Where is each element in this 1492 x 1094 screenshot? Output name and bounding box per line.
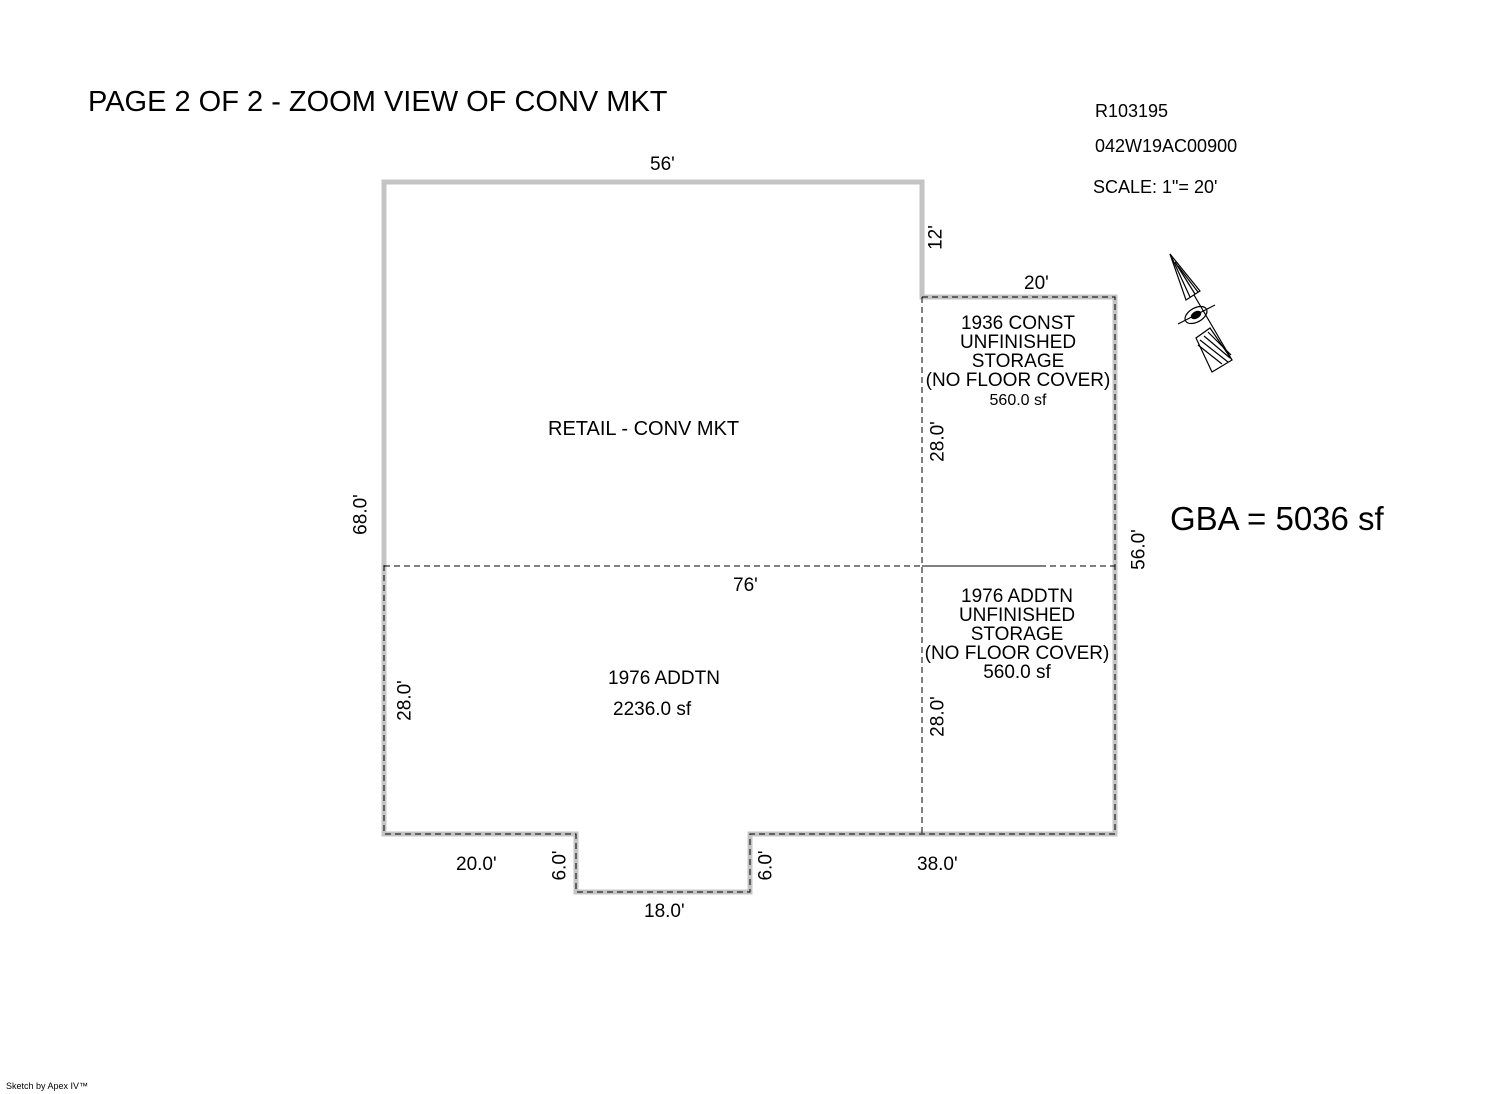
dashed-wall-outline — [383, 296, 1116, 893]
storage-1936-line-1: 1936 CONST — [960, 313, 1076, 334]
storage-1936-line-5: 560.0 sf — [989, 392, 1047, 409]
storage-1976-line-4: (NO FLOOR COVER) — [924, 643, 1110, 664]
storage-1976-line-2: UNFINISHED — [958, 605, 1076, 626]
dim-notch-bottom: 18.0' — [644, 901, 685, 922]
exterior-walls — [381, 179, 1118, 895]
dim-notch-left: 6.0' — [549, 850, 571, 881]
dim-notch-right: 6.0' — [755, 850, 777, 881]
area-label-storage-1936: 1936 CONST UNFINISHED STORAGE (NO FLOOR … — [918, 314, 1118, 409]
dim-top: 56' — [650, 154, 675, 175]
dim-bottom-right: 38.0' — [917, 854, 958, 875]
wall-main-top — [381, 179, 1118, 895]
dim-storage-lower: 28.0' — [927, 696, 949, 737]
area-label-storage-1976: 1976 ADDTN UNFINISHED STORAGE (NO FLOOR … — [917, 587, 1117, 682]
gross-building-area: GBA = 5036 sf — [1170, 500, 1384, 537]
parcel-number: 042W19AC00900 — [1095, 136, 1238, 156]
scale-label: SCALE: 1"= 20' — [1093, 177, 1218, 197]
dim-bottom-left: 20.0' — [456, 854, 497, 875]
dim-storage-upper: 28.0' — [927, 421, 949, 462]
storage-1936-line-3: STORAGE — [971, 351, 1065, 372]
storage-1976-line-3: STORAGE — [970, 624, 1064, 645]
area-size-addition: 2236.0 sf — [613, 699, 692, 720]
storage-1936-line-2: UNFINISHED — [959, 332, 1077, 353]
dim-left: 68.0' — [350, 494, 372, 535]
dashed-edges — [383, 296, 1116, 893]
dim-right: 56.0' — [1128, 529, 1150, 570]
storage-1976-line-5: 560.0 sf — [983, 662, 1051, 683]
north-arrow-icon — [1169, 253, 1233, 373]
area-label-addition: 1976 ADDTN — [608, 668, 720, 689]
dim-right-top: 20' — [1024, 273, 1049, 294]
storage-1976-line-1: 1976 ADDTN — [961, 586, 1073, 607]
page-title: PAGE 2 OF 2 - ZOOM VIEW OF CONV MKT — [88, 86, 668, 118]
area-label-retail: RETAIL - CONV MKT — [548, 418, 740, 440]
dim-addition-left: 28.0' — [394, 680, 416, 721]
dim-step: 12' — [925, 225, 947, 250]
footer-credit: Sketch by Apex IV™ — [6, 1081, 89, 1091]
dim-middle: 76' — [733, 575, 758, 596]
account-number: R103195 — [1095, 101, 1169, 121]
storage-1936-line-4: (NO FLOOR COVER) — [925, 370, 1111, 391]
